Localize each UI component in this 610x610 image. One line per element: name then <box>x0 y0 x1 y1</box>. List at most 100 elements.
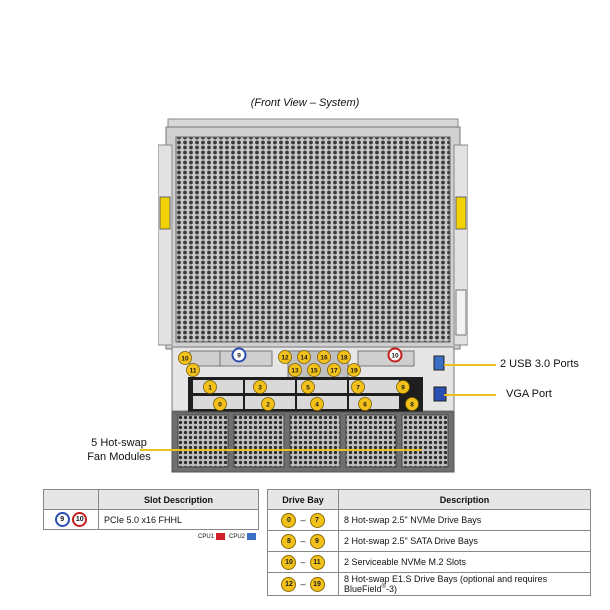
vga-callout-line <box>444 394 496 396</box>
bay-badge-to: 7 <box>309 512 325 528</box>
bay-number-badge: 15 <box>307 363 321 377</box>
figure-caption: (Front View – System) <box>250 97 360 109</box>
svg-text:10: 10 <box>181 356 189 363</box>
fan-module-5 <box>401 414 449 468</box>
svg-text:9: 9 <box>237 353 241 360</box>
bay-badge-from: 0 <box>281 512 297 528</box>
slot-description-table: Slot Description 9 10 PCIe 5.0 x16 FHHL <box>43 489 259 530</box>
fan-module-1 <box>177 414 229 468</box>
svg-text:12: 12 <box>281 355 289 362</box>
bay-badge-from: 10 <box>281 554 297 570</box>
table-row: 8–9 2 Hot-swap 2.5" SATA Drive Bays <box>267 530 591 552</box>
table-row: 9 10 PCIe 5.0 x16 FHHL <box>43 509 259 530</box>
bay-number-badge: 11 <box>186 363 200 377</box>
svg-text:16: 16 <box>320 355 328 362</box>
cpu2-legend-label: CPU2 <box>229 534 246 541</box>
bay-number-badge: 14 <box>297 350 311 364</box>
bay-description: 2 Serviceable NVMe M.2 Slots <box>338 551 591 573</box>
bay-number-badge: 9 <box>231 347 247 363</box>
bay-range-cell: 8–9 <box>267 530 339 552</box>
fan-callout-line <box>140 449 422 451</box>
drive-description-header: Description <box>338 489 591 510</box>
fan-callout-label: 5 Hot-swap Fan Modules <box>64 436 174 464</box>
bay-description-tail: -3) <box>385 584 397 594</box>
bay-range-cell: 0–7 <box>267 509 339 531</box>
svg-text:10: 10 <box>391 353 399 360</box>
fan-callout-line-1: 5 Hot-swap <box>91 437 147 449</box>
warning-label-right <box>455 196 467 230</box>
svg-text:0: 0 <box>218 402 222 409</box>
drive-bay-table: Drive Bay Description 0–7 8 Hot-swap 2.5… <box>267 489 591 596</box>
svg-text:1: 1 <box>208 385 212 392</box>
svg-text:3: 3 <box>258 385 262 392</box>
svg-text:7: 7 <box>356 385 360 392</box>
bay-badge-to: 9 <box>309 533 325 549</box>
bay-number-badge: 7 <box>351 380 365 394</box>
svg-text:17: 17 <box>330 368 338 375</box>
slot-table-blank-header <box>43 489 99 510</box>
bay-number-badge: 5 <box>301 380 315 394</box>
svg-text:4: 4 <box>315 402 319 409</box>
bay-number-badge: 8 <box>405 397 419 411</box>
table-row: 10–11 2 Serviceable NVMe M.2 Slots <box>267 551 591 573</box>
bay-number-badge: 1 <box>203 380 217 394</box>
fan-callout-line-2: Fan Modules <box>87 451 151 463</box>
warning-label-left <box>159 196 171 230</box>
bay-description-text: 8 Hot-swap E1.S Drive Bays (optional and… <box>344 574 548 594</box>
svg-text:5: 5 <box>306 385 310 392</box>
bay-range-cell: 12–19 <box>267 572 339 596</box>
bay-number-badge: 3 <box>253 380 267 394</box>
bay-number-badge: 6 <box>358 397 372 411</box>
bay-number-badge: 0 <box>213 397 227 411</box>
bay-description: 2 Hot-swap 2.5" SATA Drive Bays <box>338 530 591 552</box>
slot-badge-cpu1: 10 <box>72 512 88 527</box>
usb-port <box>433 355 445 371</box>
svg-text:19: 19 <box>350 368 358 375</box>
svg-text:14: 14 <box>300 355 308 362</box>
bay-number-badge: 17 <box>327 363 341 377</box>
bay-number-badge: 4 <box>310 397 324 411</box>
svg-text:18: 18 <box>340 355 348 362</box>
cpu1-legend-label: CPU1 <box>198 534 215 541</box>
bay-number-badge: 9 <box>396 380 410 394</box>
svg-text:6: 6 <box>363 402 367 409</box>
drive-bay-header: Drive Bay <box>267 489 339 510</box>
fan-module-2 <box>233 414 285 468</box>
bay-description: 8 Hot-swap E1.S Drive Bays (optional and… <box>338 572 591 596</box>
bay-number-badge: 10 <box>178 351 192 365</box>
svg-text:8: 8 <box>410 402 414 409</box>
slot-description: PCIe 5.0 x16 FHHL <box>98 509 259 530</box>
fan-module-3 <box>289 414 341 468</box>
bay-badge-from: 8 <box>281 533 297 549</box>
cpu1-swatch <box>216 533 226 540</box>
bay-number-badge: 12 <box>278 350 292 364</box>
bay-number-badge: 16 <box>317 350 331 364</box>
bay-number-badge: 19 <box>347 363 361 377</box>
svg-text:11: 11 <box>190 368 197 375</box>
table-row: 0–7 8 Hot-swap 2.5" NVMe Drive Bays <box>267 509 591 531</box>
table-row: 12–19 8 Hot-swap E1.S Drive Bays (option… <box>267 572 591 596</box>
front-grille <box>175 136 451 343</box>
cpu-legend: CPU1 CPU2 <box>198 533 260 540</box>
vga-callout-label: VGA Port <box>506 388 552 400</box>
fan-module-4 <box>345 414 397 468</box>
bay-number-badge: 13 <box>288 363 302 377</box>
svg-text:13: 13 <box>291 368 299 375</box>
bay-range-cell: 10–11 <box>267 551 339 573</box>
slot-badge-cpu2: 9 <box>54 512 70 527</box>
bay-badge-from: 12 <box>281 576 297 592</box>
cpu2-swatch <box>247 533 257 540</box>
svg-text:9: 9 <box>401 385 405 392</box>
bay-number-badge: 18 <box>337 350 351 364</box>
bay-badge-to: 11 <box>309 554 325 570</box>
usb-callout-label: 2 USB 3.0 Ports <box>500 358 579 370</box>
slot-badges-cell: 9 10 <box>43 509 99 530</box>
registered-mark: ® <box>381 584 386 590</box>
slot-table-header: Slot Description <box>98 489 259 510</box>
bay-description: 8 Hot-swap 2.5" NVMe Drive Bays <box>338 509 591 531</box>
bay-number-badge: 2 <box>261 397 275 411</box>
bay-badge-to: 19 <box>309 576 325 592</box>
svg-text:15: 15 <box>310 368 318 375</box>
